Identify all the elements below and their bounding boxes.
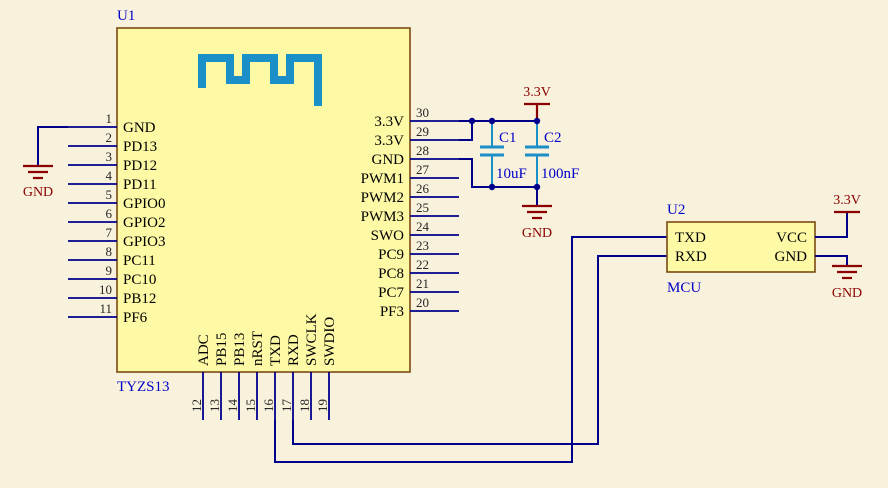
c2-value: 100nF: [541, 166, 579, 182]
u1-pin-30-number: 30: [416, 105, 429, 120]
u1-pin-25-name: PWM3: [361, 209, 404, 225]
u1-pin-29-name: 3.3V: [374, 133, 404, 149]
u1-pin-12-name: ADC: [196, 334, 212, 366]
wire-mcu-gnd: [815, 255, 848, 266]
u1-pin-18-number: 18: [297, 399, 312, 412]
u1-pin-13-name: PB15: [214, 333, 230, 366]
u1-pin-19-name: SWDIO: [322, 317, 338, 366]
gnd-label-caps: GND: [522, 226, 552, 241]
u1-pin-27-number: 27: [416, 162, 430, 177]
u1-pin-29-number: 29: [416, 124, 429, 139]
gnd-label-mcu: GND: [832, 286, 862, 301]
wire-pin28-gnd-rail: [459, 158, 537, 188]
u1-pin-20-name: PF3: [380, 304, 404, 320]
capacitor-c2-symbol: [525, 121, 549, 187]
u1-pin-8-name: PC11: [123, 253, 156, 269]
u1-pin-9-name: PC10: [123, 272, 156, 288]
u2-part-label: MCU: [667, 280, 701, 296]
u1-pin-12-number: 12: [189, 399, 204, 412]
u1-pin-7-name: GPIO3: [123, 234, 166, 250]
u1-pin-5-number: 5: [106, 187, 113, 202]
u2-refdes: U2: [667, 202, 685, 218]
u1-pin-20-number: 20: [416, 295, 429, 310]
u1-pin-30-name: 3.3V: [374, 114, 404, 130]
u1-pin-10-name: PB12: [123, 291, 156, 307]
u2-pin-txd: TXD: [675, 230, 706, 246]
power-33v-mcu-label: 3.3V: [833, 193, 861, 208]
u1-pin-13-number: 13: [207, 399, 222, 412]
u1-pin-14-number: 14: [225, 399, 240, 413]
u1-pin-5-name: GPIO0: [123, 196, 166, 212]
u1-pin-26-name: PWM2: [361, 190, 404, 206]
gnd-label-left: GND: [23, 185, 53, 200]
u1-pin-23-number: 23: [416, 238, 429, 253]
wire-txd-to-mcu: [274, 236, 667, 463]
u1-pin-15-name: nRST: [250, 331, 266, 366]
u2-pin-vcc: VCC: [776, 230, 807, 246]
u1-pin-11-name: PF6: [123, 310, 148, 326]
wire-pin1-to-gnd: [37, 126, 68, 166]
u1-pin-24-name: SWO: [371, 228, 405, 244]
u2-body: [666, 221, 816, 273]
u1-pin-2-number: 2: [106, 130, 113, 145]
u1-pin-3-number: 3: [106, 149, 113, 164]
u1-pins: 1GND2PD133PD124PD115GPIO06GPIO27GPIO38PC…: [68, 105, 459, 420]
u1-pin-27-name: PWM1: [361, 171, 404, 187]
gnd-symbol-mcu: [832, 264, 862, 280]
u1-part-label: TYZS13: [117, 379, 170, 395]
pcb-antenna-icon: [198, 54, 322, 106]
u1-pin-6-number: 6: [106, 206, 113, 221]
u1-pin-4-number: 4: [106, 168, 113, 183]
u1-pin-9-number: 9: [106, 263, 113, 278]
u1-pin-2-name: PD13: [123, 139, 157, 155]
power-33v-caps-label: 3.3V: [523, 85, 551, 100]
u1-pin-15-number: 15: [243, 399, 258, 412]
u1-pin-3-name: PD12: [123, 158, 157, 174]
u1-pin-1-name: GND: [123, 120, 156, 136]
u1-pin-25-number: 25: [416, 200, 429, 215]
u1-pin-16-name: TXD: [268, 335, 284, 366]
u1-pin-28-number: 28: [416, 143, 429, 158]
u1-pin-21-number: 21: [416, 276, 429, 291]
u1-pin-26-number: 26: [416, 181, 430, 196]
u1-pin-28-name: GND: [372, 152, 405, 168]
u1-body: [116, 27, 411, 373]
u1-pin-7-number: 7: [106, 225, 113, 240]
u1-pin-17-name: RXD: [286, 334, 302, 366]
u1-pin-24-number: 24: [416, 219, 430, 234]
gnd-symbol-caps: [522, 204, 552, 220]
c2-refdes: C2: [544, 130, 562, 146]
u1-pin-6-name: GPIO2: [123, 215, 166, 231]
gnd-symbol-left: [23, 164, 53, 180]
u1-pin-22-number: 22: [416, 257, 429, 272]
u2-pin-rxd: RXD: [675, 249, 707, 265]
u1-pin-22-name: PC8: [378, 266, 404, 282]
u1-pin-16-number: 16: [261, 399, 276, 413]
u1-refdes: U1: [117, 8, 135, 24]
wire-vcc-to-33v: [815, 212, 848, 238]
c1-value: 10uF: [496, 166, 527, 182]
c1-refdes: C1: [499, 130, 517, 146]
u1-pin-14-name: PB13: [232, 333, 248, 366]
u1-pin-21-name: PC7: [378, 285, 404, 301]
wire-rxd-to-mcu: [292, 255, 667, 445]
u1-pin-10-number: 10: [99, 282, 112, 297]
u1-pin-19-number: 19: [315, 399, 330, 412]
u1-pin-8-number: 8: [106, 244, 113, 259]
u2-pin-gnd: GND: [775, 249, 808, 265]
u1-pin-1-number: 1: [106, 111, 113, 126]
u1-pin-4-name: PD11: [123, 177, 157, 193]
u1-pin-18-name: SWCLK: [304, 313, 320, 366]
u1-pin-17-number: 17: [279, 399, 294, 413]
u1-pin-23-name: PC9: [378, 247, 404, 263]
junction-dots: [468, 117, 541, 191]
capacitor-c1-symbol: [480, 121, 504, 187]
u1-pin-11-number: 11: [99, 301, 112, 316]
wire-pin29-riser: [459, 121, 473, 141]
